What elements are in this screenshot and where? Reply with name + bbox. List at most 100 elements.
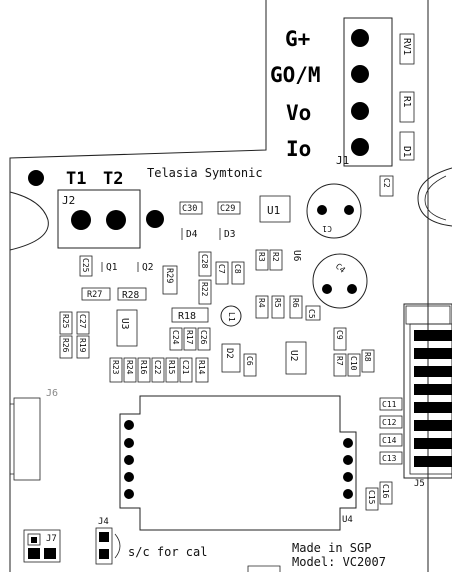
board-outline bbox=[9, 0, 429, 572]
svg-text:R25: R25 bbox=[61, 314, 70, 329]
input-label-t1: T1 bbox=[66, 169, 86, 189]
svg-text:R3: R3 bbox=[257, 252, 266, 262]
r7-footprint: R7 bbox=[333, 353, 347, 377]
svg-text:R19: R19 bbox=[78, 338, 87, 353]
svg-text:C9: C9 bbox=[335, 330, 344, 340]
j1-terminal-block bbox=[343, 17, 393, 167]
r22-footprint: R22 bbox=[198, 279, 212, 305]
j6-connector bbox=[10, 397, 41, 481]
r29-footprint: R29 bbox=[162, 265, 178, 295]
svg-text:C8: C8 bbox=[233, 264, 242, 274]
c27-footprint: C27 bbox=[76, 311, 90, 335]
terminal-label-io: Io bbox=[286, 137, 311, 161]
svg-text:D2: D2 bbox=[224, 348, 234, 359]
svg-text:U1: U1 bbox=[267, 204, 280, 217]
c5-footprint: C5 bbox=[305, 305, 321, 321]
svg-text:C6: C6 bbox=[245, 356, 254, 366]
c10-footprint: C10 bbox=[347, 353, 361, 377]
calibration-note: s/c for cal bbox=[128, 545, 207, 559]
q2-label: Q2 bbox=[142, 262, 153, 273]
j4-label: J4 bbox=[98, 517, 109, 527]
j6-label: J6 bbox=[46, 388, 58, 399]
svg-text:L1: L1 bbox=[227, 312, 236, 322]
svg-text:R29: R29 bbox=[164, 268, 174, 283]
svg-text:C27: C27 bbox=[78, 314, 87, 329]
r18-footprint: R18 bbox=[171, 307, 209, 323]
c21-footprint: C21 bbox=[179, 357, 193, 383]
svg-text:RV1: RV1 bbox=[401, 38, 412, 55]
svg-text:C4: C4 bbox=[334, 262, 347, 275]
terminal-label-go-m: GO/M bbox=[270, 63, 321, 87]
d3-label: D3 bbox=[224, 229, 235, 240]
svg-text:C14: C14 bbox=[382, 436, 397, 445]
c2-footprint: C2 bbox=[379, 175, 394, 197]
u6-label: U6 bbox=[291, 250, 302, 262]
c29-footprint: C29 bbox=[217, 201, 241, 215]
c22-footprint: C22 bbox=[151, 357, 165, 383]
svg-text:C11: C11 bbox=[382, 400, 397, 409]
j4-jumper bbox=[95, 527, 121, 565]
r15-footprint: R15 bbox=[165, 357, 179, 383]
c14-footprint: C14 bbox=[379, 433, 403, 447]
c16-footprint: C16 bbox=[379, 481, 393, 505]
svg-text:R22: R22 bbox=[200, 282, 209, 297]
d2-footprint: D2 bbox=[221, 343, 241, 373]
mounting-cutout-right-inner bbox=[424, 175, 447, 221]
brand-name: Telasia Symtonic bbox=[147, 166, 263, 180]
svg-text:C7: C7 bbox=[217, 264, 226, 274]
u1-footprint: U1 bbox=[259, 195, 291, 223]
r1-footprint: R1 bbox=[399, 91, 415, 123]
svg-text:C22: C22 bbox=[153, 360, 162, 375]
svg-text:R6: R6 bbox=[291, 298, 300, 308]
c30-footprint: C30 bbox=[179, 201, 203, 215]
svg-text:U3: U3 bbox=[119, 318, 130, 329]
j2-terminal-block bbox=[57, 189, 141, 249]
svg-text:R23: R23 bbox=[111, 360, 120, 375]
q1-label: Q1 bbox=[106, 262, 118, 273]
svg-text:R26: R26 bbox=[61, 338, 70, 353]
r6-footprint: R6 bbox=[289, 295, 303, 319]
svg-text:R4: R4 bbox=[257, 298, 266, 308]
c13-footprint: C13 bbox=[379, 451, 403, 465]
d1-footprint: D1 bbox=[399, 131, 415, 161]
rv1-footprint: RV1 bbox=[399, 33, 415, 65]
j5-ribbon-connector bbox=[403, 303, 452, 479]
r4-footprint: R4 bbox=[255, 295, 269, 319]
c26-footprint: C26 bbox=[197, 327, 211, 351]
svg-text:C13: C13 bbox=[382, 454, 397, 463]
svg-text:C12: C12 bbox=[382, 418, 397, 427]
svg-text:R7: R7 bbox=[335, 356, 344, 366]
j2-label: J2 bbox=[62, 194, 75, 207]
svg-text:R16: R16 bbox=[139, 360, 148, 375]
terminal-label-g-plus: G+ bbox=[285, 27, 310, 51]
input-label-t2: T2 bbox=[103, 169, 123, 189]
mounting-cutout-left bbox=[9, 191, 49, 251]
svg-text:C5: C5 bbox=[307, 309, 316, 319]
c6-footprint: C6 bbox=[243, 353, 257, 377]
r16-footprint: R16 bbox=[137, 357, 151, 383]
r5-footprint: R5 bbox=[271, 295, 285, 319]
c28-footprint: C28 bbox=[198, 251, 212, 277]
svg-text:C2: C2 bbox=[382, 178, 391, 188]
c8-footprint: C8 bbox=[231, 261, 245, 285]
model-text: Model: VC2007 bbox=[292, 555, 386, 569]
r3-footprint: R3 bbox=[255, 249, 269, 271]
svg-text:C1: C1 bbox=[322, 224, 332, 233]
svg-text:R5: R5 bbox=[273, 298, 282, 308]
u3-footprint: U3 bbox=[116, 309, 138, 347]
svg-text:R8: R8 bbox=[363, 352, 372, 362]
svg-text:R24: R24 bbox=[125, 360, 134, 375]
svg-text:D1: D1 bbox=[401, 146, 412, 158]
svg-text:R18: R18 bbox=[178, 311, 196, 322]
c7-footprint: C7 bbox=[215, 261, 229, 285]
u2-footprint: U2 bbox=[285, 341, 307, 375]
r19-footprint: R19 bbox=[76, 335, 90, 359]
mounting-cutout-right bbox=[417, 167, 452, 227]
svg-text:C28: C28 bbox=[200, 254, 209, 269]
c24-footprint: C24 bbox=[169, 327, 183, 351]
svg-text:R14: R14 bbox=[197, 360, 206, 375]
svg-text:C30: C30 bbox=[182, 204, 197, 214]
c1-capacitor: C1 bbox=[306, 183, 362, 239]
c12-footprint: C12 bbox=[379, 415, 403, 429]
